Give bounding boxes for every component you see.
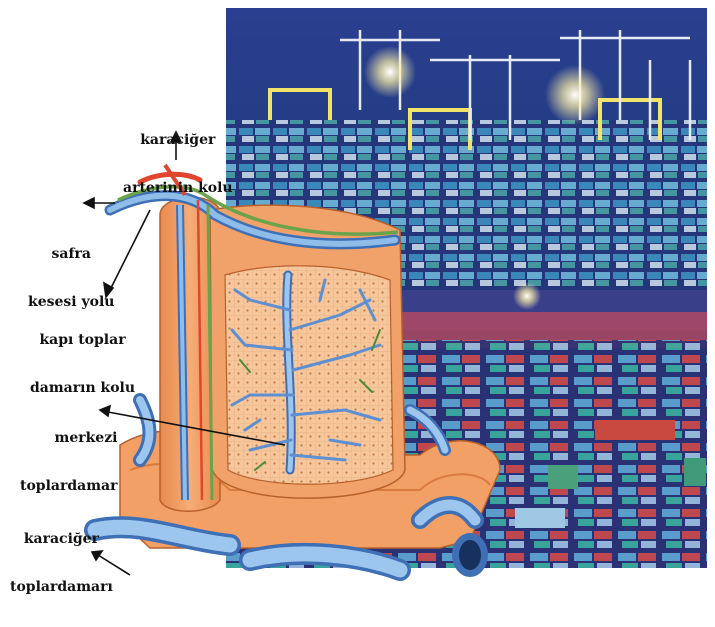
- label-line: damarın kolu: [30, 380, 135, 396]
- label-line: karaciğer: [123, 132, 233, 148]
- label-line: safra: [28, 246, 114, 262]
- label-hepatic-vein: karaciğer toplardamarı: [10, 499, 113, 627]
- label-line: toplardamarı: [10, 579, 113, 595]
- label-line: merkezi: [20, 430, 117, 446]
- diagram-stage: karaciğer arterinin kolu safra kesesi yo…: [0, 0, 715, 592]
- label-line: arterinin kolu: [123, 180, 233, 196]
- label-hepatic-artery-branch: karaciğer arterinin kolu: [123, 100, 233, 228]
- label-line: karaciğer: [10, 531, 113, 547]
- label-line: kapı toplar: [30, 332, 135, 348]
- label-line: toplardamar: [20, 478, 117, 494]
